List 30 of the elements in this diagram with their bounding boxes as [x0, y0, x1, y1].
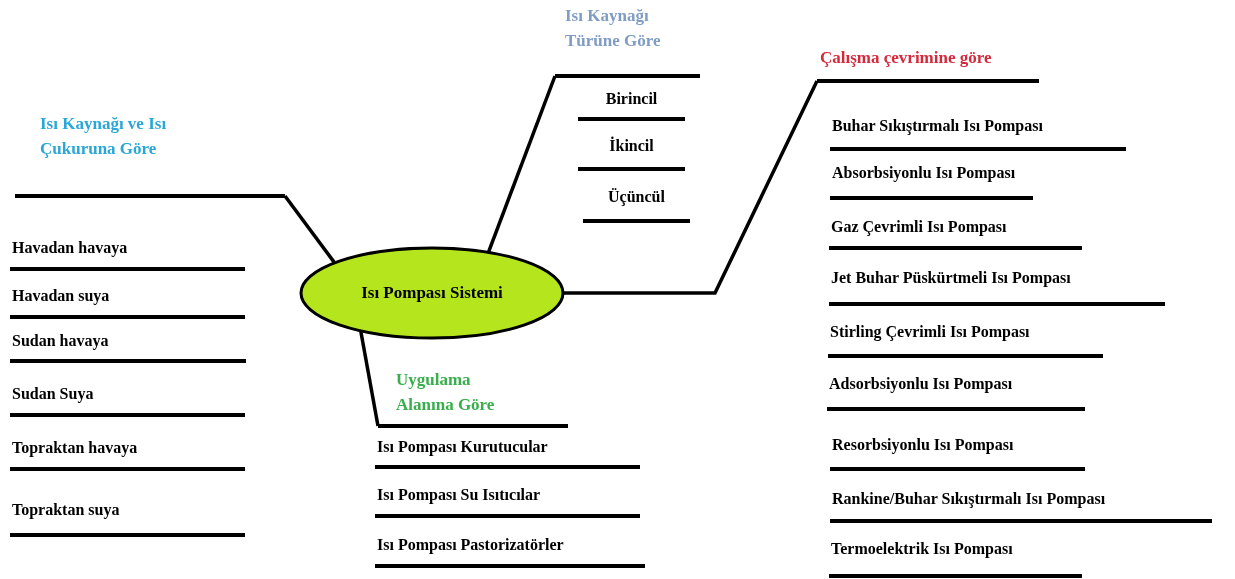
- list-item: Adsorbsiyonlu Isı Pompası: [827, 372, 1085, 411]
- connector-line: [487, 75, 557, 253]
- list-item: Buhar Sıkıştırmalı Isı Pompası: [830, 114, 1126, 151]
- list-item: Stirling Çevrimli Isı Pompası: [828, 320, 1103, 358]
- list-item: Absorbsiyonlu Isı Pompası: [830, 161, 1033, 200]
- list-item: Havadan havaya: [10, 236, 245, 271]
- list-item: Termoelektrik Isı Pompası: [829, 537, 1082, 578]
- heading-text: Isı Kaynağı Türüne Göre: [565, 5, 662, 52]
- list-item: Isı Pompası Su Isıtıcılar: [375, 483, 640, 518]
- list-item: Sudan Suya: [10, 382, 245, 417]
- connector-line: [359, 331, 380, 427]
- list-item: Topraktan suya: [10, 498, 245, 537]
- heading-text: Uygulama Alanına Göre: [396, 369, 496, 416]
- list-item: İkincil: [578, 134, 685, 171]
- list-item: Sudan havaya: [10, 329, 246, 363]
- list-item: Isı Pompası Kurutucular: [375, 435, 640, 469]
- list-item: Rankine/Buhar Sıkıştırmalı Isı Pompası: [830, 487, 1212, 523]
- list-item: Birincil: [578, 87, 685, 121]
- heading-text: Çalışma çevrimine göre: [820, 47, 993, 69]
- connector-line: [564, 80, 819, 295]
- list-item: Havadan suya: [10, 284, 245, 319]
- list-item: Üçüncül: [583, 185, 690, 223]
- list-item: Resorbsiyonlu Isı Pompası: [830, 433, 1085, 471]
- connector-line: [283, 194, 336, 264]
- list-item: Gaz Çevrimli Isı Pompası: [829, 215, 1082, 250]
- heading-text: Isı Kaynağı ve Isı Çukuruna Göre: [40, 113, 168, 160]
- list-item: Isı Pompası Pastorizatörler: [375, 533, 645, 568]
- list-item: Jet Buhar Püskürtmeli Isı Pompası: [829, 266, 1165, 306]
- list-item: Topraktan havaya: [10, 436, 245, 471]
- center-ellipse: Isı Pompası Sistemi: [299, 246, 565, 340]
